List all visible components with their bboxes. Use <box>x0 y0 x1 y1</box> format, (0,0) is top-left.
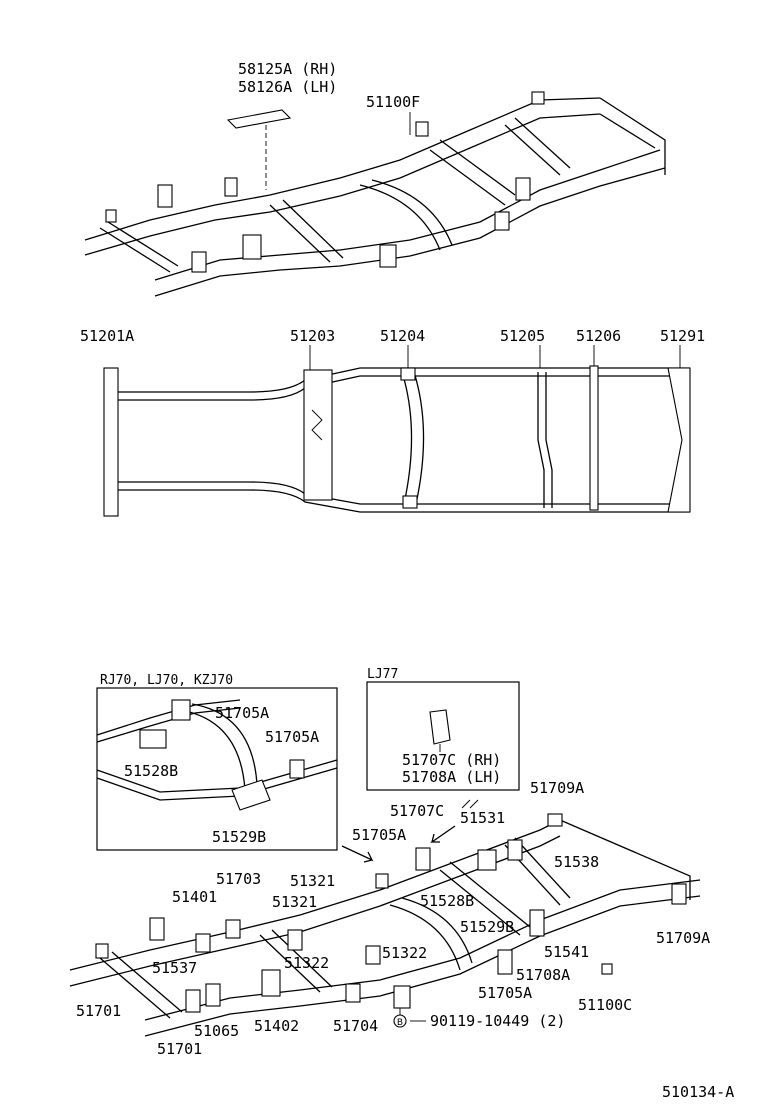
bracket <box>105 209 117 223</box>
inset-right <box>366 681 520 791</box>
label-51100c: 51100C <box>578 996 632 1014</box>
bracket <box>415 121 429 137</box>
label-51707c: 51707C <box>390 802 444 820</box>
label-51703: 51703 <box>216 870 261 888</box>
bracket <box>531 91 545 105</box>
inset-label-51705a-b: 51705A <box>265 728 319 746</box>
label-51708a: 51708A <box>516 966 570 984</box>
label-51291: 51291 <box>660 327 705 345</box>
bracket <box>494 211 510 231</box>
diagram-code: 510134-A <box>662 1083 734 1101</box>
inset-label-51707c-rh: 51707C (RH) <box>402 751 501 769</box>
label-51709a-top: 51709A <box>530 779 584 797</box>
label-51402: 51402 <box>254 1017 299 1035</box>
label-51538: 51538 <box>554 853 599 871</box>
label-51705a-b: 51705A <box>478 984 532 1002</box>
label-bolt-90119: 90119-10449 (2) <box>430 1012 565 1030</box>
bracket <box>242 234 262 260</box>
cross-member-51291 <box>667 367 691 513</box>
bracket <box>157 184 173 208</box>
label-51531: 51531 <box>460 809 505 827</box>
label-51322-b: 51322 <box>382 944 427 962</box>
label-51322-a: 51322 <box>284 954 329 972</box>
cross-member-51206 <box>589 365 599 511</box>
inset-label-51529b: 51529B <box>212 828 266 846</box>
inset-right-title: LJ77 <box>367 667 398 682</box>
bracket <box>224 177 238 197</box>
label-51205: 51205 <box>500 327 545 345</box>
shim-part <box>226 109 292 129</box>
label-51701-a: 51701 <box>76 1002 121 1020</box>
bracket <box>515 177 531 201</box>
label-51065: 51065 <box>194 1022 239 1040</box>
bracket <box>379 244 397 268</box>
part-51100c <box>601 963 613 975</box>
label-51537: 51537 <box>152 959 197 977</box>
bracket <box>191 251 207 273</box>
inset-left <box>96 687 338 851</box>
cross-member-51203 <box>303 369 333 501</box>
label-51709a-right: 51709A <box>656 929 710 947</box>
inset-label-51528b: 51528B <box>124 762 178 780</box>
label-51100f: 51100F <box>366 93 420 111</box>
top-frame-drawing <box>84 91 666 297</box>
label-51529b: 51529B <box>460 918 514 936</box>
inset-label-51705a-a: 51705A <box>215 704 269 722</box>
bolt-symbol-letter: B <box>397 1018 403 1028</box>
label-51541: 51541 <box>544 943 589 961</box>
label-51321-b: 51321 <box>272 893 317 911</box>
cross-member-51201a <box>103 367 119 517</box>
bottom-frame-drawing <box>69 799 701 1037</box>
label-51201a: 51201A <box>80 327 134 345</box>
label-51206: 51206 <box>576 327 621 345</box>
label-51321-a: 51321 <box>290 872 335 890</box>
label-58125a-rh: 58125A (RH) <box>238 60 337 78</box>
label-51401: 51401 <box>172 888 217 906</box>
label-51705a-a: 51705A <box>352 826 406 844</box>
inset-label-51708a-lh: 51708A (LH) <box>402 768 501 786</box>
inset-left-title: RJ70, LJ70, KZJ70 <box>100 673 233 688</box>
label-51701-b: 51701 <box>157 1040 202 1058</box>
label-58126a-lh: 58126A (LH) <box>238 78 337 96</box>
label-51704: 51704 <box>333 1017 378 1035</box>
label-51528b: 51528B <box>420 892 474 910</box>
bracket-51707c <box>429 709 451 745</box>
label-51203: 51203 <box>290 327 335 345</box>
middle-frame-drawing <box>103 345 691 517</box>
label-51204: 51204 <box>380 327 425 345</box>
bolt-symbol-icon <box>393 1014 407 1028</box>
